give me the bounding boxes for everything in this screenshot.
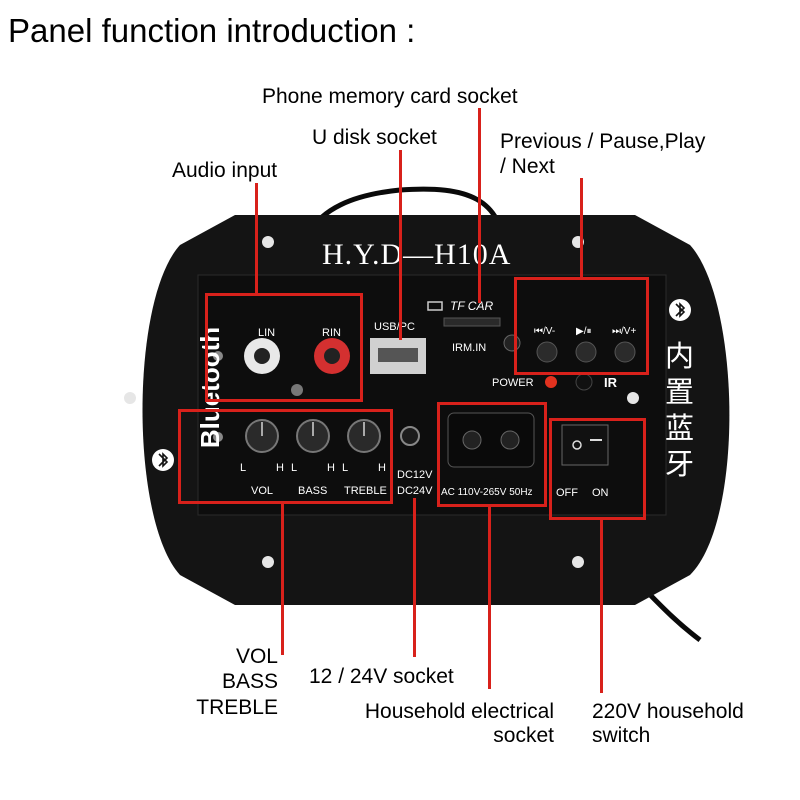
bass-l-label: L xyxy=(291,462,298,474)
treble-l-label: L xyxy=(342,462,349,474)
prev-label: ⏮/V- xyxy=(534,326,556,337)
dc-socket-leader xyxy=(413,498,416,657)
next-button xyxy=(614,341,636,363)
u-disk-callout: U disk socket xyxy=(312,126,437,149)
cn-char-2: 置 xyxy=(665,375,695,409)
controls-highlight xyxy=(514,277,649,375)
treble-h-label: H xyxy=(378,462,386,474)
ac-socket xyxy=(447,412,535,468)
treble-knob xyxy=(347,419,381,453)
cn-char-4: 牙 xyxy=(665,447,695,481)
cn-char-3: 蓝 xyxy=(665,411,695,445)
switch-callout-line2: switch xyxy=(592,724,651,747)
ac-label: AC 110V-265V 50Hz xyxy=(441,487,533,498)
household-socket-callout-line1: Household electrical xyxy=(364,700,554,723)
switch-callout-line1: 220V household xyxy=(592,700,744,723)
tf-car-label: TF CAR xyxy=(450,299,494,313)
tf-card-icon xyxy=(427,301,443,311)
controls-leader xyxy=(580,178,583,278)
model-name: H.Y.D—H10A xyxy=(322,238,512,271)
phone-card-callout: Phone memory card socket xyxy=(262,85,518,108)
bass-callout: BASS xyxy=(221,670,278,693)
power-label: POWER xyxy=(492,377,534,389)
ac-socket-highlight xyxy=(437,402,547,507)
screw-hole xyxy=(262,236,274,248)
ir-receiver xyxy=(575,373,593,391)
switch-highlight xyxy=(549,418,646,520)
bass-h-label: H xyxy=(327,462,335,474)
bass-label: BASS xyxy=(298,485,328,497)
prev-pause-callout-line2: / Next xyxy=(500,155,555,178)
tf-card-leader xyxy=(478,108,481,303)
vol-label: VOL xyxy=(251,485,274,497)
audio-input-leader xyxy=(255,183,258,295)
off-label: OFF xyxy=(556,487,578,499)
treble-label: TREBLE xyxy=(344,485,387,497)
bass-knob xyxy=(296,419,330,453)
audio-input-highlight xyxy=(205,293,363,402)
lin-label: LIN xyxy=(258,327,276,339)
next-label: ⏭/V+ xyxy=(612,326,637,337)
panel-screw xyxy=(213,432,223,442)
dc-socket xyxy=(400,426,420,446)
page-title: Panel function introduction : xyxy=(8,12,416,49)
tf-card-slot xyxy=(443,317,501,327)
vol-callout: VOL xyxy=(235,645,278,668)
ir-label: IR xyxy=(604,375,617,390)
faceplate xyxy=(197,274,667,516)
usb-leader xyxy=(399,150,402,340)
irm-in-label: IRM.IN xyxy=(452,342,487,354)
treble-callout: TREBLE xyxy=(196,696,278,719)
dc12-label: DC12V xyxy=(397,469,433,481)
on-label: ON xyxy=(592,487,609,499)
knobs-leader xyxy=(281,503,284,655)
vol-h-label: H xyxy=(276,462,284,474)
vol-knob xyxy=(245,419,279,453)
screw-hole xyxy=(262,556,274,568)
usb-pc-label: USB/PC xyxy=(374,321,415,333)
knobs-highlight xyxy=(178,409,393,504)
cn-char-1: 内 xyxy=(665,339,695,373)
vol-l-label: L xyxy=(240,462,247,474)
prev-pause-callout-line1: Previous / Pause,Play xyxy=(500,130,706,153)
dc-socket-callout: 12 / 24V socket xyxy=(309,665,454,688)
audio-input-callout: Audio input xyxy=(172,159,278,182)
power-led xyxy=(545,376,557,388)
prev-button xyxy=(536,341,558,363)
switch-leader xyxy=(600,519,603,693)
play-pause-button xyxy=(575,341,597,363)
power-switch xyxy=(561,424,609,466)
panel-screw xyxy=(291,384,303,396)
rin-label: RIN xyxy=(322,327,341,339)
play-label: ▶/⏸ xyxy=(576,326,592,337)
screw-hole xyxy=(627,392,639,404)
ac-socket-leader xyxy=(488,506,491,689)
panel-screw xyxy=(213,351,223,361)
dc24-label: DC24V xyxy=(397,485,433,497)
household-socket-callout-line2: socket xyxy=(493,724,554,747)
screw-hole xyxy=(124,392,136,404)
screw-hole xyxy=(572,556,584,568)
